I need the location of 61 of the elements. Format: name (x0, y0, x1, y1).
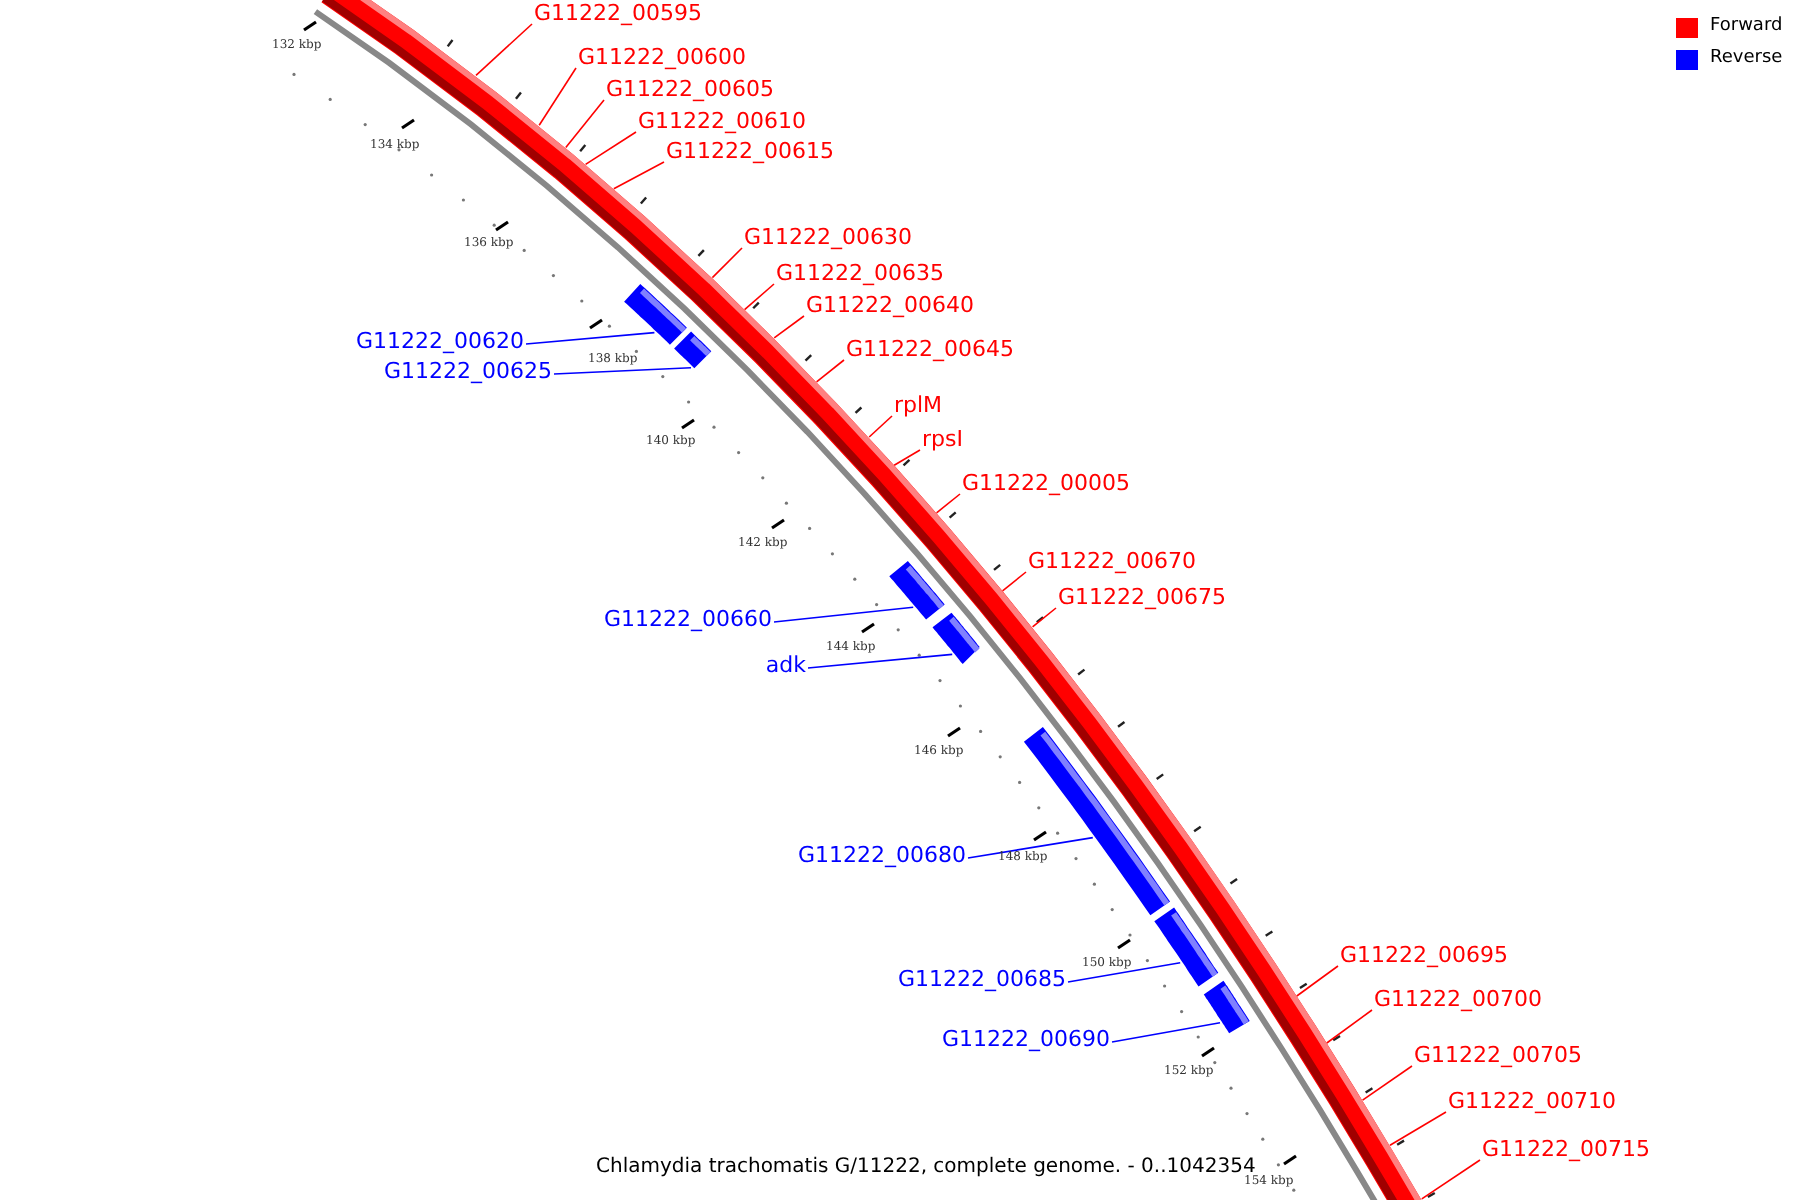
reverse-gene-bar (931, 609, 982, 666)
legend-label: Reverse (1710, 48, 1783, 70)
reverse-gene-label: adk (765, 654, 806, 678)
forward-gene-label: G11222_00710 (1448, 1090, 1617, 1114)
leader-line (1389, 1111, 1447, 1146)
leader-line (1421, 1159, 1481, 1200)
leader-line (711, 247, 743, 279)
leader-line (553, 367, 692, 375)
forward-gene-label: G11222_00640 (806, 294, 975, 318)
reverse-gene-bar (622, 283, 689, 346)
forward-gene-label: G11222_00615 (666, 140, 835, 164)
forward-gene-label: G11222_00630 (744, 226, 913, 250)
leader-line (525, 331, 656, 345)
leader-line (868, 415, 893, 438)
leader-line (1001, 571, 1027, 592)
forward-gene-label: G11222_00005 (962, 472, 1131, 496)
forward-gene-label: G11222_00700 (1374, 988, 1543, 1012)
reverse-gene-bar (888, 558, 946, 622)
forward-gene-label: G11222_00675 (1058, 586, 1227, 610)
leader-line (613, 161, 665, 190)
leader-line (1111, 1022, 1221, 1043)
leader-line (538, 67, 577, 126)
leader-line (1031, 607, 1057, 628)
reverse-gene-label: G11222_00690 (941, 1028, 1110, 1052)
leader-line (743, 283, 775, 311)
reverse-gene-label: G11222_00685 (897, 968, 1066, 992)
forward-gene-label: rpsI (922, 428, 963, 452)
reverse-gene-label: G11222_00660 (603, 608, 772, 632)
forward-gene-label: G11222_00605 (606, 78, 775, 102)
forward-gene-label: G11222_00715 (1482, 1138, 1651, 1162)
reverse-gene-label: G11222_00680 (797, 844, 966, 868)
leader-line (935, 493, 961, 514)
forward-gene-label: G11222_00595 (534, 2, 703, 26)
forward-gene-label: G11222_00645 (846, 338, 1015, 362)
legend-label: Forward (1710, 16, 1783, 38)
reverse-gene-label: G11222_00625 (383, 360, 552, 384)
leader-line (773, 606, 914, 623)
leader-line (565, 99, 605, 149)
reverse-gene-bar (1023, 727, 1171, 916)
reverse-gene-bar (1203, 977, 1251, 1038)
leader-line (1326, 1009, 1373, 1044)
leader-line (1067, 962, 1181, 983)
leader-line (893, 449, 921, 466)
forward-gene-label: G11222_00670 (1028, 550, 1197, 574)
leader-line (1296, 965, 1339, 997)
forward-gene-label: rplM (894, 394, 943, 418)
leader-line (584, 131, 637, 166)
leader-line (815, 359, 845, 383)
forward-gene-label: G11222_00600 (578, 46, 747, 70)
leader-line (807, 653, 953, 669)
leader-line (1361, 1065, 1413, 1101)
forward-gene-label: G11222_00705 (1414, 1044, 1583, 1068)
leader-line (967, 836, 1094, 859)
forward-gene-label: G11222_00610 (638, 110, 807, 134)
forward-gene-label: G11222_00695 (1340, 944, 1509, 968)
reverse-gene-bar (671, 329, 714, 371)
reverse-gene-bar (1154, 905, 1219, 989)
leader-line (475, 23, 533, 77)
leader-line (773, 315, 805, 339)
reverse-gene-label: G11222_00620 (355, 330, 524, 354)
forward-gene-label: G11222_00635 (776, 262, 945, 286)
